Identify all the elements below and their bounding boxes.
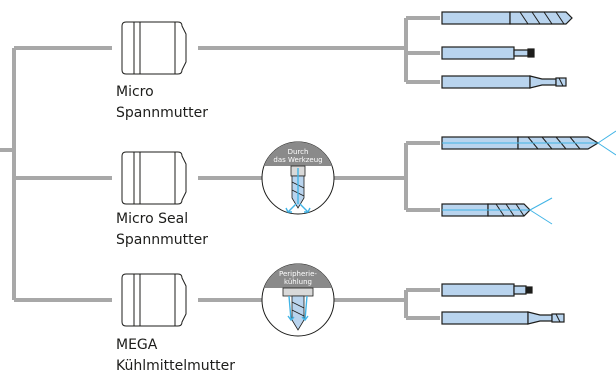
badge-line2: das Werkzeug [273, 156, 323, 164]
coolant-badge-label-through-tool: Durch das Werkzeug [266, 148, 330, 164]
coolant-spray-icon [442, 197, 553, 225]
end-mill-tool-icon [441, 75, 567, 89]
coolant-badge-label-peripheral: Peripherie- kühlung [266, 270, 330, 286]
drill-tool-icon [441, 130, 616, 156]
badge-line1: Durch [287, 148, 309, 156]
end-mill-tool-icon [441, 283, 533, 297]
coolant-spray-icon [442, 130, 616, 156]
nut-label-line1: Micro Seal [116, 211, 189, 227]
end-mill-tool-icon [441, 46, 535, 60]
drill-tool-icon [441, 197, 553, 225]
drill-tool-icon [441, 11, 573, 25]
collet-nut-icon [121, 273, 187, 327]
coolant-spray-icon [287, 295, 309, 322]
nut-label-micro: Micro Spannmutter [116, 82, 208, 124]
connector-lines [0, 16, 440, 320]
coolant-spray-icon [285, 168, 311, 213]
coolant-badge-through-tool [261, 141, 335, 215]
end-mill-tool-icon [441, 311, 565, 325]
coolant-badge-peripheral [261, 263, 335, 337]
badge-line2: kühlung [284, 278, 312, 286]
nut-label-line2: Spannmutter [116, 232, 208, 248]
nut-label-line2: Spannmutter [116, 105, 208, 121]
nut-label-line2: Kühlmittelmutter [116, 358, 235, 374]
nut-label-mega: MEGA Kühlmittelmutter [116, 335, 235, 377]
collet-nut-icon [121, 21, 187, 75]
nut-label-micro-seal: Micro Seal Spannmutter [116, 209, 208, 251]
nut-label-line1: MEGA [116, 337, 158, 353]
nut-label-line1: Micro [116, 84, 154, 100]
badge-line1: Peripherie- [279, 270, 317, 278]
collet-nut-icon [121, 151, 187, 205]
